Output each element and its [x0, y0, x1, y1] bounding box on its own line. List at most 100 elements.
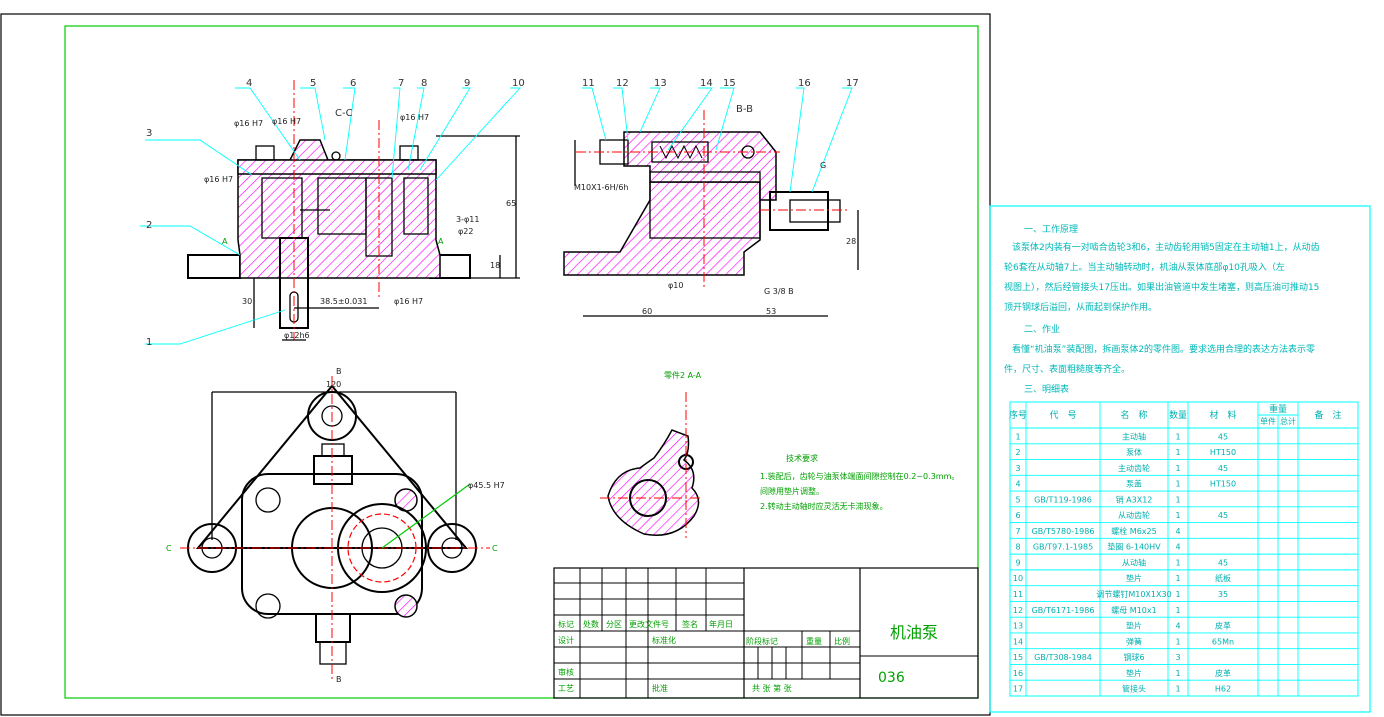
- bom-cell-r12-c4: 1: [1175, 606, 1180, 615]
- dim-g: G: [820, 161, 826, 170]
- bom-cell-r2-c4: 1: [1175, 448, 1180, 457]
- bom-cell-r15-c1: 15: [1013, 653, 1023, 662]
- balloon-17: 17: [846, 78, 859, 89]
- view-b-b: [563, 110, 859, 317]
- balloon-8: 8: [421, 78, 427, 89]
- tb-zone: 分区: [606, 620, 622, 629]
- bom-cell-r11-c3: 调节螺钉M10X1X30: [1096, 589, 1171, 599]
- dim-d16-5: φ16 H7: [394, 297, 423, 306]
- balloon-11: 11: [582, 78, 595, 89]
- bom-cell-r13-c1: 13: [1013, 622, 1023, 631]
- dim-3-d11: 3-φ11: [456, 215, 479, 224]
- balloon-2: 2: [146, 220, 152, 231]
- view-plan: [180, 376, 490, 680]
- spec-p2b: 件，尺寸、表面粗糙度等齐全。: [1004, 363, 1130, 375]
- bom-cell-r6-c3: 从动齿轮: [1118, 510, 1150, 520]
- bom-cell-r3-c3: 主动齿轮: [1118, 463, 1150, 473]
- spec-p1a: 该泵体2内装有一对啮合齿轮3和6，主动齿轮用销5固定在主动轴1上，从动齿: [1012, 241, 1320, 253]
- bom-header-7: 备 注: [1314, 409, 1341, 421]
- bom-cell-r1-c5: 45: [1218, 432, 1228, 441]
- bom-cell-r7-c4: 4: [1175, 527, 1180, 536]
- bom-cell-r16-c3: 垫片: [1126, 668, 1142, 678]
- spec-p1c: 视图上），然后经管接头17压出。如果出油管道中发生堵塞，则高压油可推动15: [1004, 281, 1319, 293]
- b-b-leaders: [582, 87, 853, 193]
- c-c-leaders: [140, 87, 522, 345]
- section-b-bottom: B: [336, 675, 342, 684]
- bom-cell-r3-c1: 3: [1015, 464, 1020, 473]
- balloon-14: 14: [700, 78, 713, 89]
- bom-subheader-total: 总计: [1280, 416, 1296, 426]
- drawing-name: 机油泵: [890, 623, 938, 642]
- bom-cell-r10-c3: 垫片: [1126, 573, 1142, 583]
- bom-cell-r9-c1: 9: [1015, 558, 1020, 567]
- bom-cell-r9-c5: 45: [1218, 558, 1228, 567]
- tech-line1: 1.装配后，齿轮与油泵体端面间隙控制在0.2~0.3mm。: [760, 471, 959, 481]
- bom-cell-r4-c3: 泵盖: [1126, 479, 1142, 489]
- balloon-9: 9: [464, 78, 470, 89]
- drawing-labels: 1 2 3 4 5 6 7 8 9 10 11 12 13 14 15 16 1…: [146, 78, 959, 684]
- bom-cell-r14-c1: 14: [1013, 637, 1023, 646]
- bom-header-2: 代 号: [1049, 410, 1076, 421]
- balloon-10: 10: [512, 78, 525, 89]
- bom-cell-r16-c4: 1: [1175, 669, 1180, 678]
- dim-120: 120: [326, 380, 341, 389]
- tb-design: 设计: [558, 635, 574, 645]
- section-c-left: C: [166, 544, 172, 553]
- bom-cell-r10-c1: 10: [1013, 574, 1023, 583]
- dim-m10: M10X1-6H/6h: [574, 183, 629, 192]
- bom-cell-r14-c3: 弹簧: [1126, 636, 1142, 646]
- tb-review: 审核: [558, 667, 574, 677]
- bom-header-4: 数量: [1169, 409, 1187, 421]
- bom-cell-r14-c4: 1: [1175, 637, 1180, 646]
- bom-cell-r1-c4: 1: [1175, 432, 1180, 441]
- dim-d12: φ12h6: [284, 331, 310, 340]
- bom-cell-r6-c4: 1: [1175, 511, 1180, 520]
- dim-g38: G 3/8 B: [764, 287, 794, 296]
- bom-cell-r6-c5: 45: [1218, 511, 1228, 520]
- bom-cell-r9-c3: 从动轴: [1122, 557, 1146, 567]
- balloon-1: 1: [146, 337, 152, 348]
- balloon-4: 4: [246, 78, 252, 89]
- section-a-right: A: [438, 237, 444, 246]
- dim-d16-1: φ16 H7: [234, 119, 263, 128]
- view-label-aa: 零件2 A-A: [664, 370, 702, 380]
- bom-cell-r14-c5: 65Mn: [1212, 637, 1234, 646]
- bom-cell-r17-c5: H62: [1215, 685, 1231, 694]
- tb-approve: 批准: [652, 683, 668, 693]
- bom-cell-r9-c4: 1: [1175, 558, 1180, 567]
- section-a-left: A: [222, 237, 228, 246]
- bom-cell-r17-c1: 17: [1013, 685, 1023, 694]
- bom-cell-r4-c5: HT150: [1210, 480, 1236, 489]
- tb-weight: 重量: [806, 636, 822, 646]
- bom-cell-r1-c3: 主动轴: [1122, 431, 1146, 441]
- bom-cell-r10-c4: 1: [1175, 574, 1180, 583]
- section-c-right: C: [492, 544, 498, 553]
- bom-header-5: 材 料: [1209, 409, 1236, 421]
- drawing-number: 036: [878, 670, 905, 686]
- spec-p1b: 轮6套在从动轴7上。当主动轴转动时，机油从泵体底部φ10孔吸入（左: [1004, 261, 1285, 273]
- tb-sign: 签名: [682, 619, 698, 629]
- bom-cell-r16-c5: 皮革: [1215, 668, 1231, 678]
- tb-scale: 比例: [834, 636, 850, 646]
- dim-30: 30: [242, 297, 252, 306]
- dim-d22: φ22: [458, 227, 473, 236]
- view-label-bb: B-B: [736, 104, 753, 115]
- bom-cell-r11-c5: 35: [1218, 590, 1228, 599]
- bom-cell-r5-c3: 销 A3X12: [1116, 494, 1153, 504]
- bom-cell-r12-c3: 螺母 M10x1: [1111, 605, 1156, 615]
- dim-d16-4: φ16 H7: [400, 113, 429, 122]
- bom-cell-r10-c5: 纸板: [1215, 573, 1231, 583]
- bom-cell-r4-c4: 1: [1175, 480, 1180, 489]
- dim-d45-5: φ45.5 H7: [468, 481, 505, 490]
- spec-text: 一、工作原理 该泵体2内装有一对啮合齿轮3和6，主动齿轮用销5固定在主动轴1上，…: [1004, 223, 1320, 395]
- bom-cell-r7-c3: 螺栓 M6x25: [1111, 526, 1156, 536]
- bom-cell-r5-c2: GB/T119-1986: [1034, 495, 1092, 504]
- bom-cell-r13-c3: 垫片: [1126, 621, 1142, 631]
- bom-cell-r3-c5: 45: [1218, 464, 1228, 473]
- spec-panel: [989, 205, 1371, 713]
- dim-53: 53: [766, 307, 776, 316]
- bom-cell-r12-c1: 12: [1013, 606, 1023, 615]
- balloon-3: 3: [146, 128, 152, 139]
- title-block: [553, 567, 979, 699]
